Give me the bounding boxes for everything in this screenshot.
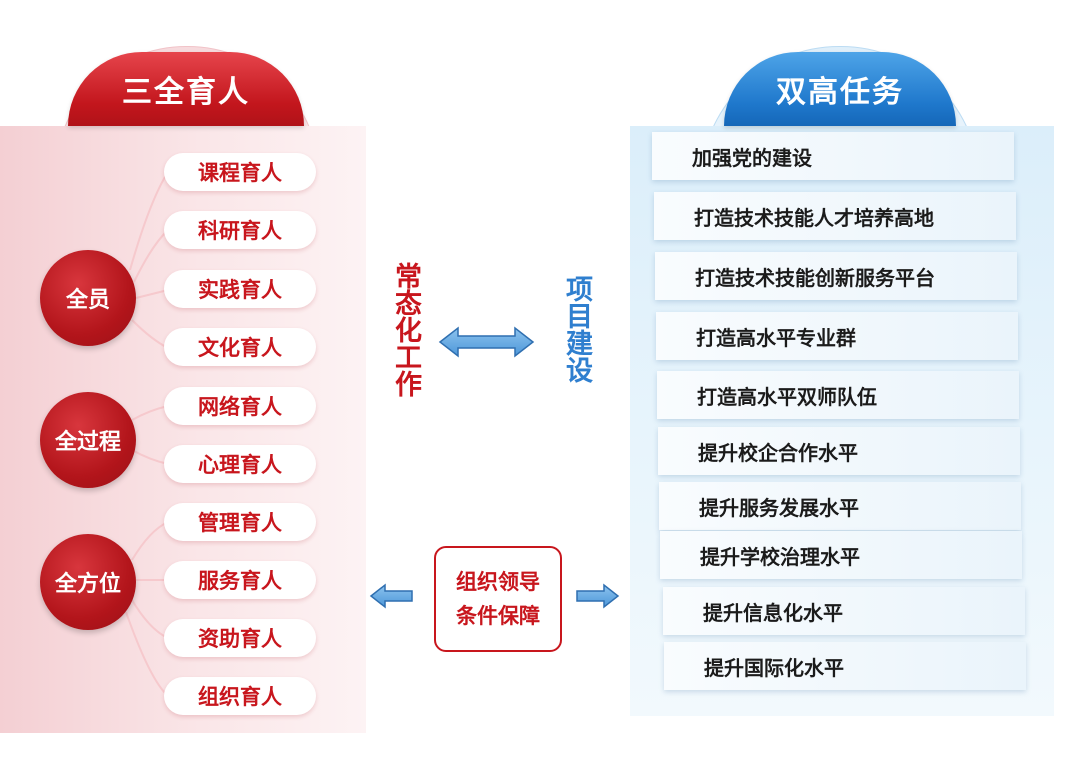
- pill-zuzhi: 组织育人: [164, 677, 316, 715]
- pill-shijian: 实践育人: [164, 270, 316, 308]
- task-talent: 打造技术技能人才培养高地: [654, 192, 1016, 240]
- task-service: 提升服务发展水平: [659, 482, 1021, 530]
- task-international: 提升国际化水平: [664, 642, 1026, 690]
- pill-wangluo: 网络育人: [164, 387, 316, 425]
- task-innovation: 打造技术技能创新服务平台: [655, 252, 1017, 300]
- left-arrow-icon: [369, 583, 413, 609]
- pill-zizhu: 资助育人: [164, 619, 316, 657]
- task-informatization: 提升信息化水平: [663, 587, 1025, 635]
- org-line-1: 组织领导: [456, 570, 540, 594]
- task-enterprise: 提升校企合作水平: [658, 427, 1020, 475]
- pill-wenhua: 文化育人: [164, 328, 316, 366]
- left-panel-title: 三全育人: [68, 52, 304, 126]
- pill-xinli: 心理育人: [164, 445, 316, 483]
- changtaihua-vertical-text: 常态化工作: [390, 262, 421, 397]
- pill-keyan: 科研育人: [164, 211, 316, 249]
- circle-quanguocheng: 全过程: [40, 392, 136, 488]
- org-line-2: 条件保障: [456, 604, 540, 628]
- right-arrow-icon: [576, 583, 620, 609]
- double-arrow-icon: [438, 326, 535, 358]
- right-panel-title: 双高任务: [724, 52, 956, 126]
- task-teachers: 打造高水平双师队伍: [657, 371, 1019, 419]
- pill-fuwu: 服务育人: [164, 561, 316, 599]
- task-party: 加强党的建设: [652, 132, 1014, 180]
- task-governance: 提升学校治理水平: [660, 531, 1022, 579]
- circle-quanfangwei: 全方位: [40, 534, 136, 630]
- pill-kecheng: 课程育人: [164, 153, 316, 191]
- xiangmu-vertical-text: 项目建设: [561, 275, 592, 383]
- org-guarantee-box: 组织领导 条件保障: [434, 546, 562, 652]
- task-major-group: 打造高水平专业群: [656, 312, 1018, 360]
- circle-quanyuan: 全员: [40, 250, 136, 346]
- pill-guanli: 管理育人: [164, 503, 316, 541]
